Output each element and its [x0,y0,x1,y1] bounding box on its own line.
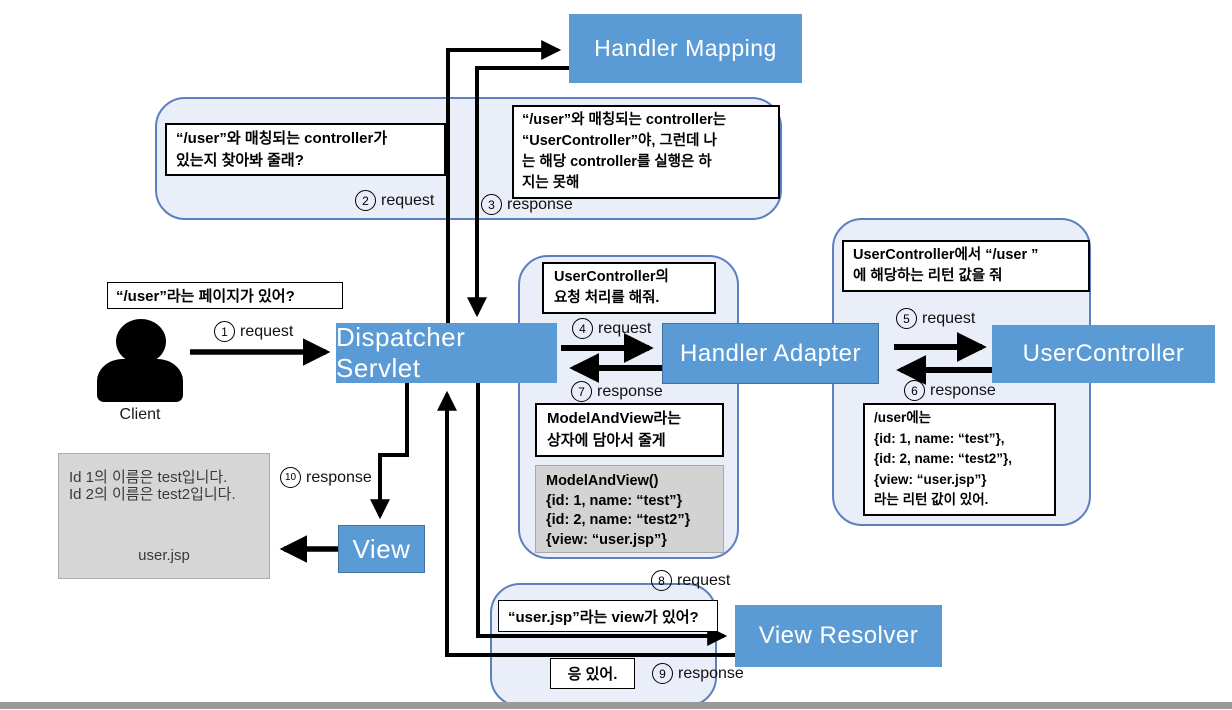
step-8-number: 8 [651,570,672,591]
step-10-number: 10 [280,467,301,488]
client-label: Client [119,406,161,423]
node-view: View [338,525,425,573]
speech-find-controller: “/user”와 매칭되는 controller가 있는지 찾아봐 줄래? [165,123,446,176]
step-6-number: 6 [904,380,925,401]
speech-found-controller: “/user”와 매칭되는 controller는 “UserControlle… [512,105,780,199]
speech-modelandview-wrap: ModelAndView라는 상자에 담아서 줄게 [535,403,724,457]
arrow-step-2-dispatcher-to-handler-mapping [446,40,562,323]
speech-return-request: UserController에서 “/user ” 에 해당하는 리턴 값을 줘 [842,240,1090,292]
node-handler-mapping: Handler Mapping [569,14,802,83]
speech-view-exists-question: “user.jsp”라는 view가 있어? [498,600,718,632]
node-handler-adapter-label: Handler Adapter [680,339,861,367]
node-handler-mapping-label: Handler Mapping [594,35,777,61]
arrow-step-8-dispatcher-to-view-resolver [476,383,728,646]
step-5-number: 5 [896,308,917,329]
rendered-page-box: Id 1의 이름은 test입니다. Id 2의 이름은 test2입니다. u… [58,453,270,579]
speech-client-ask: “/user”라는 페이지가 있어? [107,282,343,309]
speech-handle-request: UserController의 요청 처리를 해줘. [542,262,716,314]
node-usercontroller-label: UserController [1022,340,1185,367]
arrow-step-3-handler-mapping-to-dispatcher [467,66,569,318]
node-dispatcher-servlet-label: Dispatcher Servlet [336,322,466,383]
bottom-edge-bar [0,702,1232,709]
step-7-number: 7 [571,381,592,402]
arrow-step-10-dispatcher-to-view [370,383,409,520]
node-view-resolver-label: View Resolver [758,622,919,649]
node-view-label: View [352,533,411,564]
node-handler-adapter: Handler Adapter [662,323,879,384]
speech-client-ask-text: “/user”라는 페이지가 있어? [116,288,295,305]
node-dispatcher-servlet: Dispatcher Servlet [336,322,557,383]
modelandview-title: ModelAndView() [546,473,659,489]
speech-return-value: /user에는 {id: 1, name: “test”}, {id: 2, n… [863,403,1056,516]
step-3-number: 3 [481,194,502,215]
step-1-number: 1 [214,321,235,342]
arrow-step-9-view-resolver-to-dispatcher [437,390,735,657]
rendered-page-filename: user.jsp [138,547,190,564]
step-9-number: 9 [652,663,673,684]
speech-view-exists-answer: 응 있어. [550,658,635,689]
step-4-number: 4 [572,318,593,339]
modelandview-code-box: ModelAndView() {id: 1, name: “test”} {id… [535,465,724,553]
node-usercontroller: UserController [992,325,1215,383]
step-2-number: 2 [355,190,376,211]
node-view-resolver: View Resolver [735,605,942,667]
client-person-icon [116,319,166,364]
